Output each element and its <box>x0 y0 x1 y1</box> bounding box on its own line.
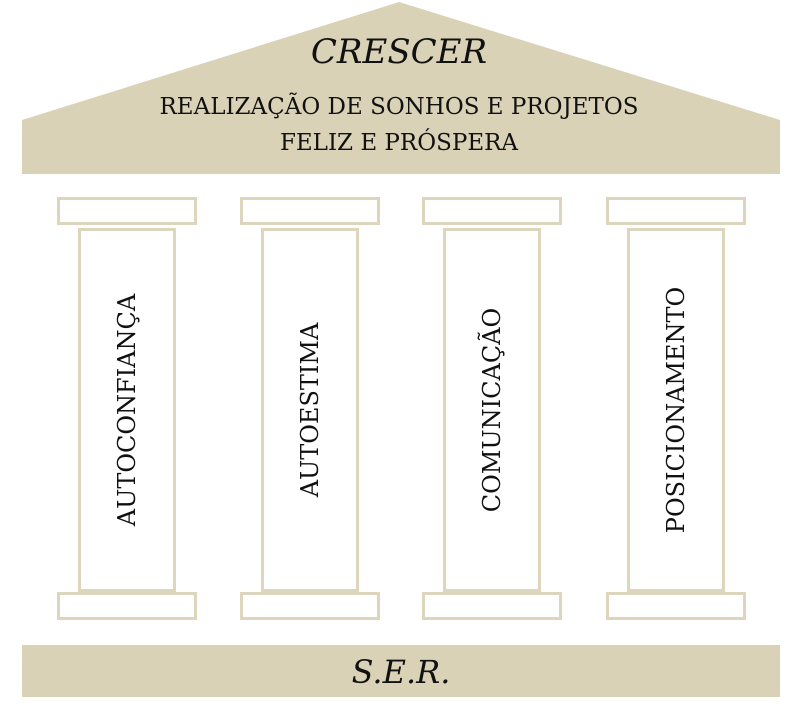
pillar-2-capital <box>240 197 380 225</box>
pillar-1-shaft: AUTOCONFIANÇA <box>78 228 176 592</box>
pillar-2-shaft: AUTOESTIMA <box>261 228 359 592</box>
temple-base: S.E.R. <box>22 645 780 697</box>
pillar-4-plinth <box>606 592 746 620</box>
pillar-3-label: COMUNICAÇÃO <box>478 307 506 513</box>
pillar-1-plinth <box>57 592 197 620</box>
pillar-2-plinth <box>240 592 380 620</box>
pillar-1-label: AUTOCONFIANÇA <box>113 293 141 527</box>
roof-title: CRESCER <box>310 32 488 72</box>
pillar-4-capital <box>606 197 746 225</box>
roof-line-1: REALIZAÇÃO DE SONHOS E PROJETOS <box>159 94 639 120</box>
base-label: S.E.R. <box>351 653 451 691</box>
pillar-3-capital <box>422 197 562 225</box>
pillar-3-shaft: COMUNICAÇÃO <box>443 228 541 592</box>
roof-line-2: FELIZ E PRÓSPERA <box>279 130 519 156</box>
roof-pediment <box>22 2 780 174</box>
pillar-3-plinth <box>422 592 562 620</box>
pillar-4-shaft: POSICIONAMENTO <box>627 228 725 592</box>
roof-shape <box>22 2 780 174</box>
pillar-2-label: AUTOESTIMA <box>296 322 324 498</box>
pillar-4-label: POSICIONAMENTO <box>662 286 690 534</box>
pillar-1-capital <box>57 197 197 225</box>
